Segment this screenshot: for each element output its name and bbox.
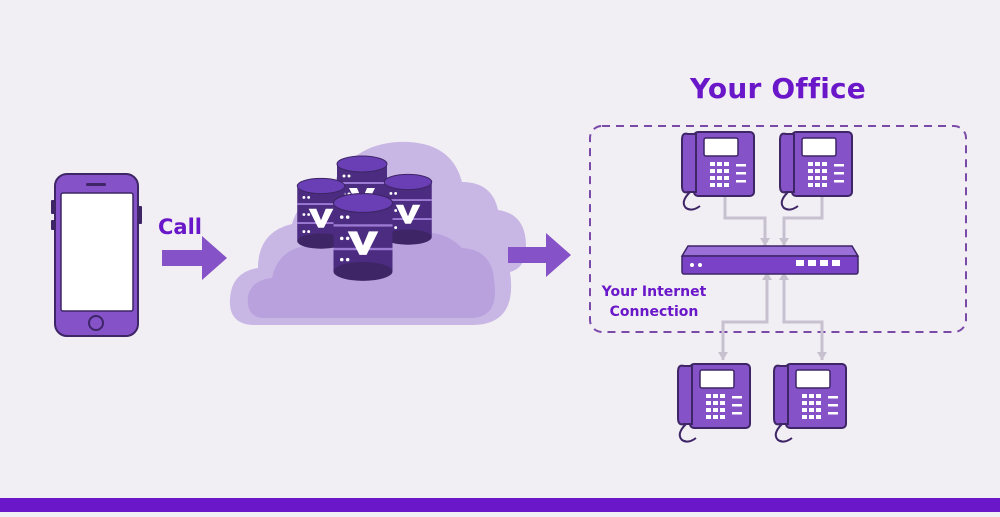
desk-phone-icon [681, 131, 755, 211]
connector-arrowheads [718, 238, 827, 360]
call-arrow-icon [162, 236, 227, 280]
call-label: Call [158, 215, 202, 239]
internet-connection-label: Your Internet Connection [588, 282, 720, 322]
office-title: Your Office [690, 72, 866, 105]
desk-phone-icon [779, 131, 853, 211]
connector-lines [721, 196, 824, 360]
office-arrow-icon [508, 233, 571, 277]
desk-phone-icon [773, 363, 847, 443]
network-switch-icon [680, 245, 860, 275]
internet-label-line2: Connection [609, 304, 699, 320]
smartphone-icon [51, 173, 142, 337]
internet-label-line1: Your Internet [601, 284, 707, 300]
office-boundary [589, 125, 967, 333]
bottom-bar [0, 498, 1000, 512]
desk-phone-icon [677, 363, 751, 443]
cloud-server-icon [229, 141, 526, 326]
